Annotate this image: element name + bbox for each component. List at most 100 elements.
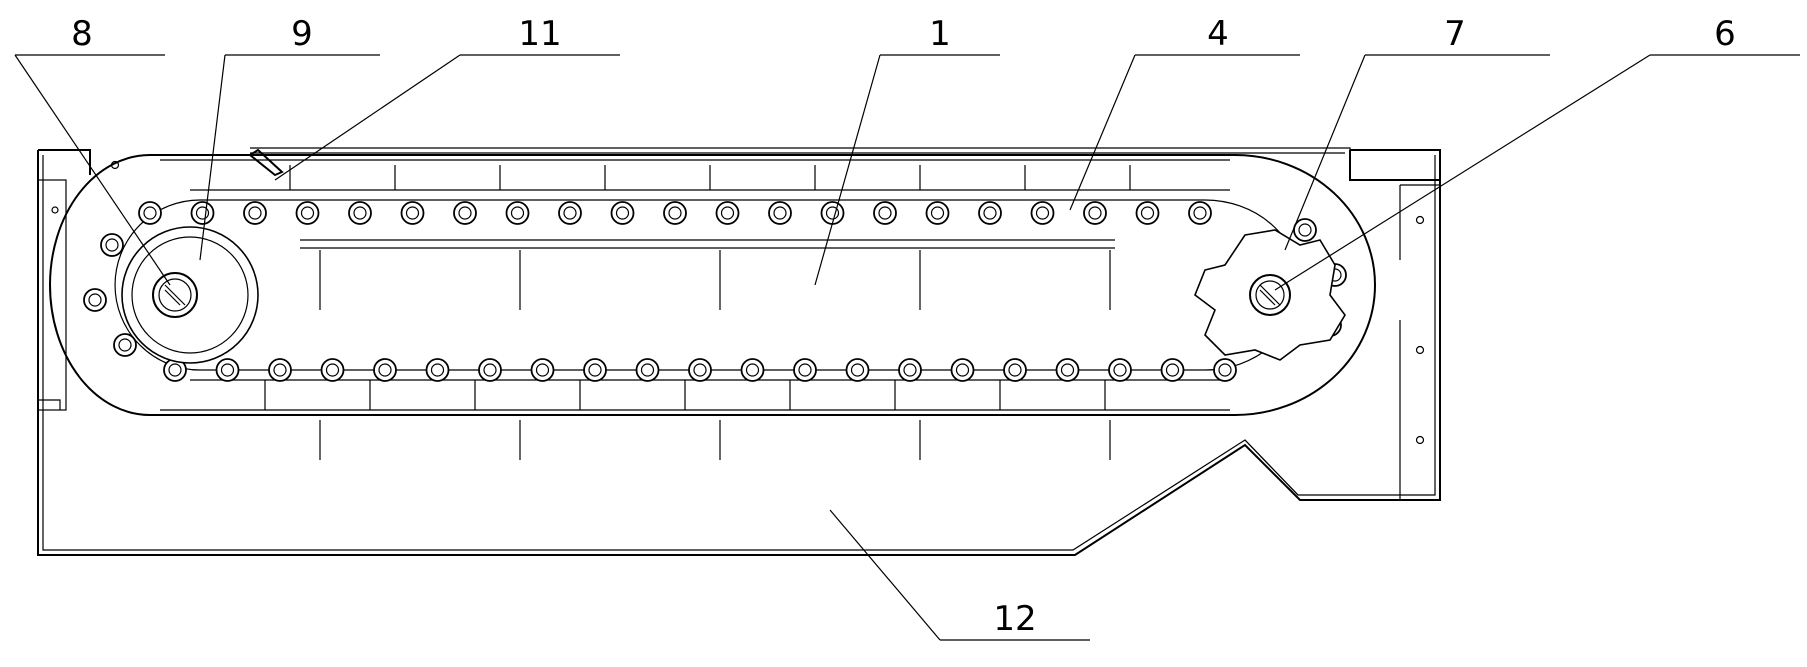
chain-roller-pin	[248, 206, 262, 220]
chain-roller	[610, 201, 635, 225]
chain-roller-pin	[430, 363, 445, 377]
chain-roller-pin	[105, 238, 119, 252]
chain-roller	[1188, 201, 1212, 225]
chain-roller	[558, 201, 582, 225]
chain-roller-pin	[588, 363, 602, 377]
chain-roller-pin	[353, 206, 367, 220]
chain-roller	[190, 201, 215, 225]
chain-roller-pin	[850, 363, 865, 377]
chain-roller-pin	[378, 363, 392, 377]
chain-roller-pin	[1008, 363, 1022, 377]
chain-roller-pin	[825, 206, 840, 220]
chain-roller	[715, 201, 740, 225]
chain-roller-pin	[1060, 363, 1075, 377]
chain-roller	[950, 358, 975, 382]
callout-label-1: 1	[929, 14, 951, 54]
chain-roller	[100, 233, 124, 257]
chain-roller-pin	[220, 363, 235, 377]
chain-roller	[373, 358, 397, 382]
chain-roller	[505, 201, 530, 225]
chain-roller	[1055, 358, 1080, 382]
chain-roller	[1293, 218, 1317, 242]
chain-roller	[83, 288, 107, 312]
chain-roller	[898, 358, 922, 382]
bucket-segments-bottom	[160, 379, 1230, 411]
callout-label-8: 8	[71, 14, 93, 54]
chain-roller-pin	[88, 293, 102, 307]
chain-roller	[1160, 358, 1185, 382]
chain-roller	[740, 358, 765, 382]
chain-roller-pin	[1113, 363, 1127, 377]
leader-lines	[14, 54, 1800, 641]
chain-roller-pin	[773, 206, 787, 220]
chain-roller-pin	[955, 363, 970, 377]
chain-roller-pin	[1193, 206, 1207, 220]
chain-roller	[215, 358, 240, 382]
chain-roller	[663, 201, 687, 225]
callout-label-4: 4	[1207, 14, 1229, 54]
chain-roller	[1213, 358, 1237, 382]
chain-roller-pin	[878, 206, 892, 220]
chain-roller	[1003, 358, 1027, 382]
chain-roller	[793, 358, 817, 382]
chain-roller-pin	[1140, 206, 1155, 220]
chain-roller-pin	[930, 206, 945, 220]
chain-roller-pin	[458, 206, 472, 220]
chain-roller-pin	[1218, 363, 1232, 377]
chain-roller-pin	[483, 363, 497, 377]
chain-roller	[320, 358, 345, 382]
chain-roller-pin	[168, 363, 182, 377]
chain-roller-pin	[1088, 206, 1102, 220]
chain-roller-pin	[300, 206, 315, 220]
scraper	[248, 148, 284, 177]
chain-roller-pin	[195, 206, 210, 220]
chain-rollers-top	[138, 201, 1212, 225]
chain-roller	[138, 201, 162, 225]
chain-roller	[1108, 358, 1132, 382]
chain-track	[49, 154, 1376, 460]
chain-roller	[845, 358, 870, 382]
discharge-chute	[1244, 439, 1299, 496]
chain-roller-pin	[693, 363, 707, 377]
bucket-segments-top	[160, 159, 1230, 191]
chain-roller-pin	[510, 206, 525, 220]
callout-label-6: 6	[1714, 14, 1736, 54]
chain-roller-pin	[143, 206, 157, 220]
chain-roller	[268, 358, 292, 382]
chain-roller	[873, 201, 897, 225]
chain-roller-pin	[273, 363, 287, 377]
right-shaft	[1249, 274, 1291, 316]
chain-roller-pin	[668, 206, 682, 220]
chain-roller	[583, 358, 607, 382]
chain-roller-pin	[640, 363, 655, 377]
chain-roller	[820, 201, 845, 225]
chain-roller	[425, 358, 450, 382]
chain-roller	[768, 201, 792, 225]
chain-roller	[478, 358, 502, 382]
chain-roller-pin	[563, 206, 577, 220]
chain-roller-pin	[1035, 206, 1050, 220]
chain-roller	[688, 358, 712, 382]
chain-roller-pin	[325, 363, 340, 377]
callout-label-11: 11	[518, 14, 561, 54]
chain-roller	[348, 201, 372, 225]
left-sprocket	[121, 226, 259, 364]
chain-roller-pin	[745, 363, 760, 377]
chain-roller-pin	[615, 206, 630, 220]
chain-roller-pin	[535, 363, 550, 377]
chain-roller-pin	[903, 363, 917, 377]
chain-roller-pin	[1298, 223, 1312, 237]
chain-roller-pin	[720, 206, 735, 220]
chain-roller	[453, 201, 477, 225]
callout-label-7: 7	[1444, 14, 1466, 54]
chain-roller-pin	[1165, 363, 1180, 377]
chain-roller	[1135, 201, 1160, 225]
chain-roller-pin	[405, 206, 420, 220]
chain-roller	[295, 201, 320, 225]
chain-roller	[400, 201, 425, 225]
chain-roller	[530, 358, 555, 382]
housing-frame	[37, 147, 1441, 556]
chain-roller-pin	[983, 206, 997, 220]
chain-roller-pin	[118, 338, 132, 352]
